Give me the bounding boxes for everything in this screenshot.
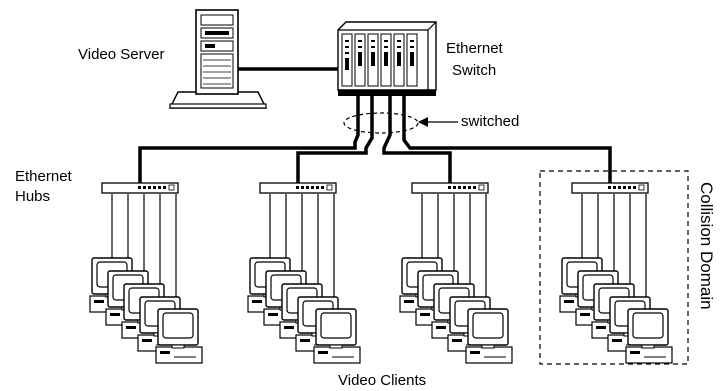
video-server-icon (168, 9, 268, 109)
ethernet-hub-3 (411, 182, 489, 194)
ethernet-hub-2 (259, 182, 337, 194)
client-group-3 (399, 257, 513, 364)
ethernet-switch-label-line2: Switch (452, 62, 497, 79)
client-group-2 (247, 257, 361, 364)
ethernet-switch-icon (337, 21, 437, 96)
switched-indicator (343, 112, 419, 134)
ethernet-hub-1 (101, 182, 179, 194)
client-group-1 (89, 257, 203, 364)
ethernet-switch-label-line1: Ethernet (446, 40, 503, 57)
ethernet-hub-4 (571, 182, 649, 194)
switch-hub-links (138, 96, 612, 183)
hub-client-links (111, 194, 647, 310)
video-clients-label: Video Clients (338, 372, 427, 389)
switched-label: switched (461, 113, 520, 130)
ethernet-hubs-label-line1: Ethernet (15, 168, 72, 185)
switched-arrow-icon (418, 117, 458, 127)
client-group-4 (559, 257, 673, 364)
video-server-label: Video Server (78, 46, 165, 63)
collision-domain-box (539, 170, 689, 365)
ethernet-hubs-label-line2: Hubs (15, 188, 51, 205)
collision-domain-label: Collision Domain (697, 182, 716, 310)
